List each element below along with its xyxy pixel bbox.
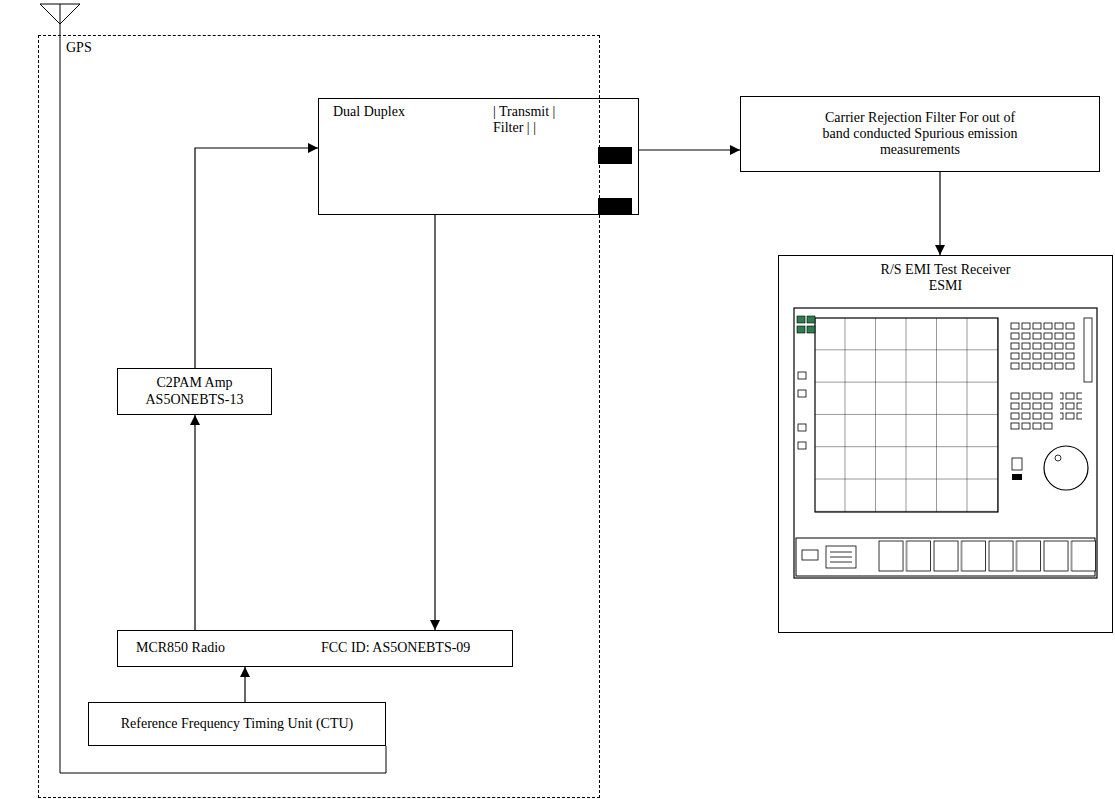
signal-arrow — [244, 667, 245, 702]
text-group: R/S EMI Test Receiver ESMI — [871, 256, 1021, 294]
floppy-drive — [826, 546, 856, 568]
led-key — [797, 326, 805, 333]
card-slot — [1084, 318, 1092, 382]
block-box: Dual Duplex| Transmit | Filter | | — [318, 98, 639, 215]
led-key — [807, 316, 815, 323]
group-region: GPS Dual Duplex| Transmit | Filter | | C2P… — [38, 35, 600, 798]
signal-arrow — [194, 415, 195, 630]
signal-arrow — [434, 215, 435, 630]
block-box: MCR850 RadioFCC ID: AS5ONEBTS-09 — [117, 630, 513, 667]
node-label: Carrier Rejection Filter For out of band… — [813, 110, 1028, 158]
node-label: MCR850 Radio — [136, 640, 321, 656]
signal-arrow — [939, 172, 940, 255]
text-group: Carrier Rejection Filter For out of band… — [813, 110, 1028, 158]
drive-slots — [830, 552, 852, 562]
text-group: Reference Frequency Timing Unit (CTU) — [121, 716, 354, 732]
node-label: R/S EMI Test Receiver ESMI — [871, 262, 1021, 294]
receiver-illustration — [794, 308, 1098, 578]
text-group: MCR850 RadioFCC ID: AS5ONEBTS-09 — [118, 640, 470, 656]
side-key — [798, 372, 806, 379]
port-connector — [598, 198, 632, 215]
tuning-knob — [1044, 446, 1088, 490]
node-label: | Transmit | Filter | | — [493, 104, 557, 136]
side-key — [798, 442, 806, 449]
block-box: C2PAM Amp AS5ONEBTS-13 — [117, 368, 272, 415]
instrument-body — [794, 308, 1097, 578]
node-label: GPS — [66, 40, 599, 56]
block-box: Carrier Rejection Filter For out of band… — [740, 96, 1100, 172]
signal-arrow — [195, 148, 318, 368]
keypad — [1010, 392, 1054, 432]
knob-dimple — [1055, 455, 1061, 461]
signal-arrow — [639, 149, 740, 150]
block-box: R/S EMI Test Receiver ESMI — [778, 255, 1113, 633]
text-group: C2PAM Amp AS5ONEBTS-13 — [140, 375, 250, 407]
node-label: Dual Duplex — [333, 104, 493, 136]
screen — [815, 318, 998, 512]
side-key — [798, 424, 806, 431]
keypad — [1060, 392, 1082, 422]
key — [1012, 458, 1022, 470]
antenna-wire — [60, 4, 386, 773]
text-group: Dual Duplex| Transmit | Filter | | — [319, 99, 638, 136]
front-softkeys — [878, 540, 1098, 574]
key — [1012, 474, 1022, 480]
port-connector — [598, 147, 632, 164]
text-group: GPS — [39, 36, 599, 56]
block-box: Reference Frequency Timing Unit (CTU) — [88, 702, 386, 746]
node-label: Reference Frequency Timing Unit (CTU) — [121, 716, 354, 732]
node-label: C2PAM Amp AS5ONEBTS-13 — [140, 375, 250, 407]
node-label: FCC ID: AS5ONEBTS-09 — [321, 640, 470, 656]
led-key — [797, 316, 805, 323]
side-key — [798, 390, 806, 397]
led-key — [807, 326, 815, 333]
keypad — [1010, 322, 1076, 372]
power-switch — [802, 550, 818, 560]
